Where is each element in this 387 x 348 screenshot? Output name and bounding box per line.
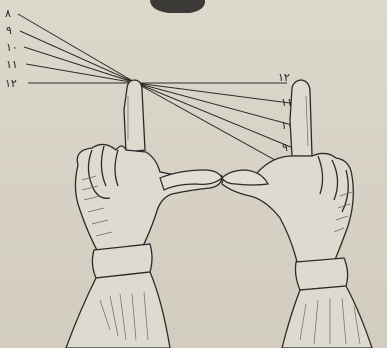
right-line-10 — [136, 83, 292, 125]
right-hand — [222, 80, 372, 348]
left-label-8: ٨ — [5, 7, 11, 20]
left-label-9: ٩ — [6, 24, 12, 37]
left-lines — [18, 14, 136, 83]
top-dark-shape — [150, 0, 205, 13]
right-label-9: ٩ — [282, 141, 288, 154]
right-index-finger — [290, 80, 312, 156]
left-sleeve — [66, 272, 170, 348]
right-sleeve — [282, 286, 372, 348]
left-index-finger — [124, 80, 145, 152]
left-line-10 — [24, 47, 136, 83]
left-label-11: ١١ — [6, 58, 18, 71]
left-fist — [75, 144, 222, 256]
left-label-10: ١٠ — [6, 41, 18, 54]
right-cuff — [296, 258, 348, 290]
right-line-8 — [136, 83, 293, 170]
left-labels: ٨ ٩ ١٠ ١١ ١٢ — [5, 7, 18, 90]
left-hand — [66, 80, 222, 348]
left-label-12: ١٢ — [5, 77, 17, 90]
left-line-9 — [20, 31, 136, 83]
right-lines — [136, 83, 293, 170]
right-label-12: ١٢ — [278, 71, 290, 84]
